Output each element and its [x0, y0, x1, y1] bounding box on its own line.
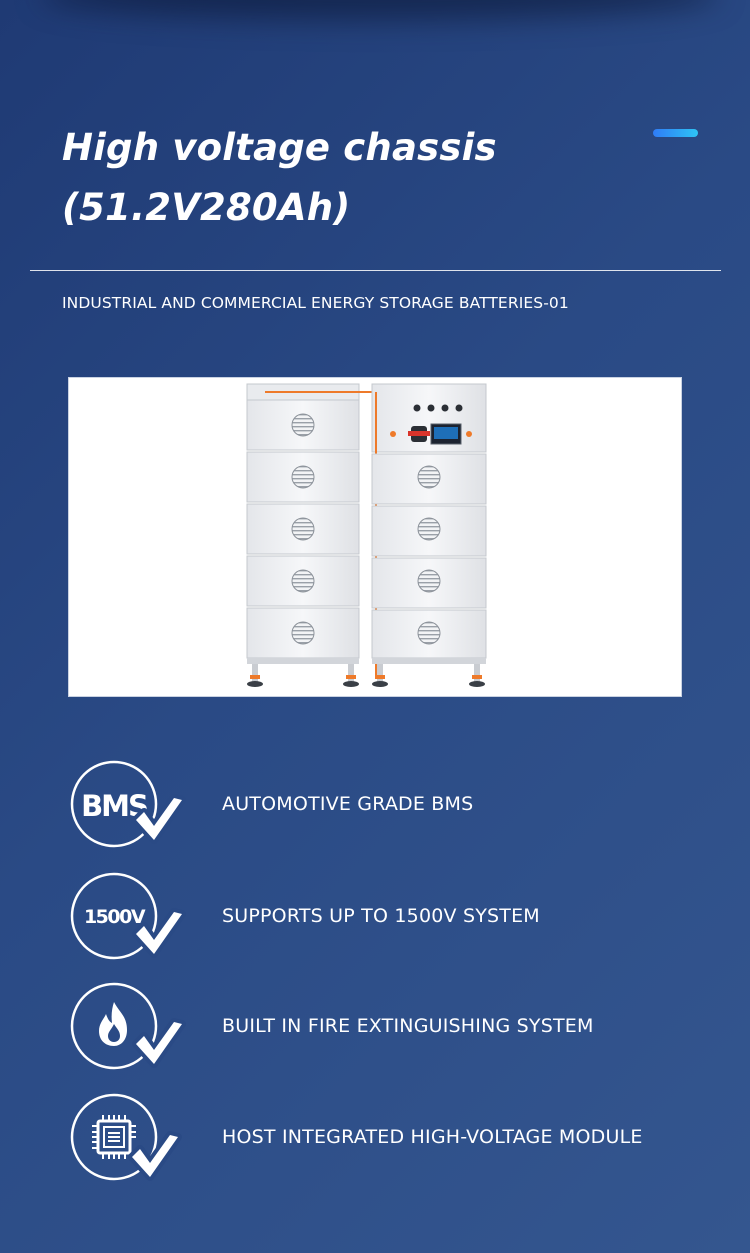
feature-item-1500v: 1500V SUPPORTS UP TO 1500V SYSTEM: [70, 872, 710, 972]
voltage-badge-text: 1500V: [84, 906, 146, 928]
feature-label: BUILT IN FIRE EXTINGUISHING SYSTEM: [222, 1015, 594, 1037]
left-battery-stack: [246, 383, 374, 687]
battery-cabinet-illustration: [246, 383, 487, 687]
bms-check-icon: BMS: [70, 760, 190, 860]
right-battery-stack: [371, 383, 487, 687]
accent-bar: [653, 129, 698, 137]
feature-label: SUPPORTS UP TO 1500V SYSTEM: [222, 905, 540, 927]
voltage-check-icon: 1500V: [70, 872, 190, 972]
section-subtitle: INDUSTRIAL AND COMMERCIAL ENERGY STORAGE…: [62, 294, 569, 312]
top-shadow: [40, 0, 720, 20]
feature-label: HOST INTEGRATED HIGH-VOLTAGE MODULE: [222, 1126, 643, 1148]
feature-label: AUTOMOTIVE GRADE BMS: [222, 793, 474, 815]
product-image: [68, 377, 682, 697]
feature-item-fire: BUILT IN FIRE EXTINGUISHING SYSTEM: [70, 982, 710, 1082]
page-title: High voltage chassis (51.2V280Ah): [62, 118, 622, 238]
page-title-line-2: (51.2V280Ah): [62, 186, 351, 229]
chip-check-icon: [70, 1093, 190, 1193]
fire-check-icon: [70, 982, 190, 1082]
header-divider: [30, 270, 721, 271]
feature-item-bms: BMS AUTOMOTIVE GRADE BMS: [70, 760, 710, 860]
feature-item-module: HOST INTEGRATED HIGH-VOLTAGE MODULE: [70, 1093, 710, 1193]
page-title-line-1: High voltage chassis: [62, 126, 497, 169]
